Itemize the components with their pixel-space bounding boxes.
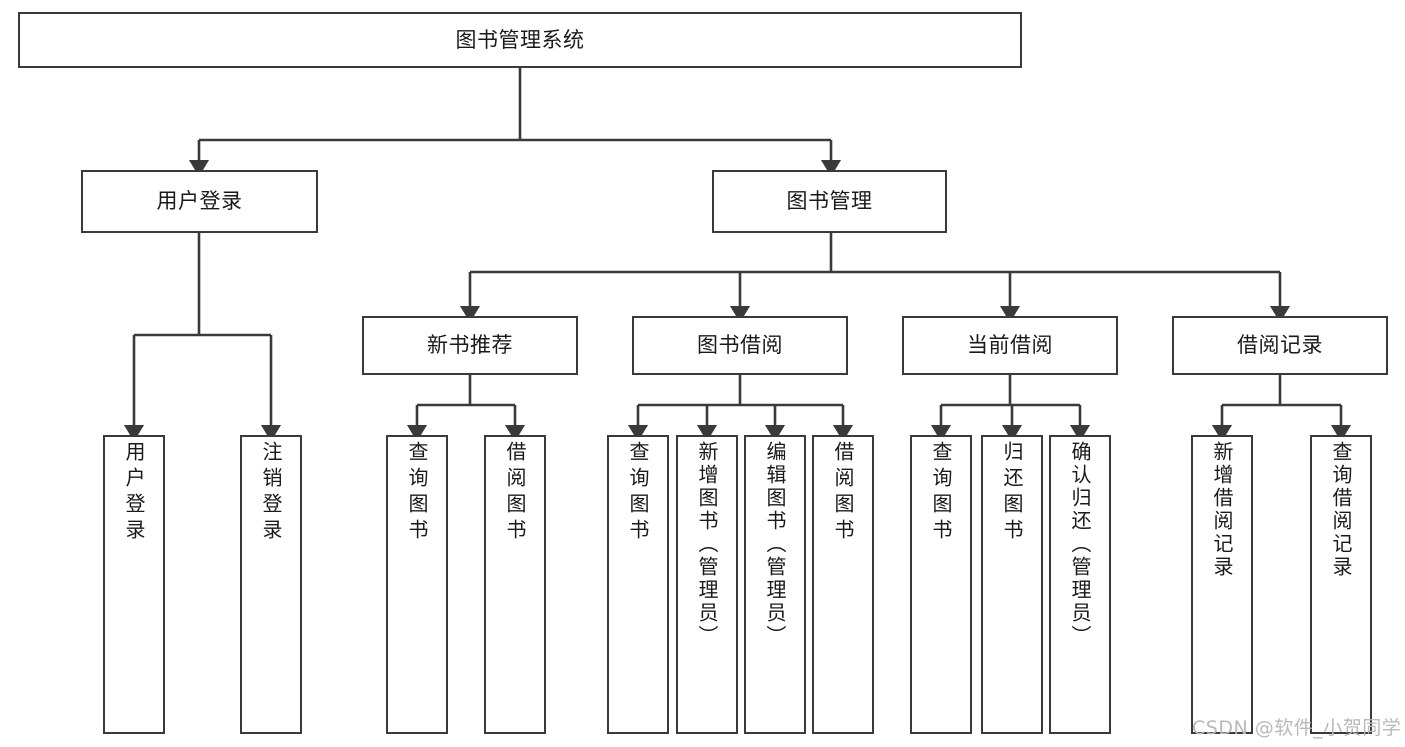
node-leaf-query-book-3[interactable]: 查询图书: [910, 435, 972, 734]
node-leaf-logout[interactable]: 注销登录: [240, 435, 302, 734]
node-user-login-label: 用户登录: [156, 189, 243, 214]
node-book-borrow-label: 图书借阅: [697, 333, 783, 358]
node-leaf-query-book-2-label: 查询图书: [626, 441, 650, 545]
node-leaf-query-book-1-label: 查询图书: [405, 441, 429, 545]
node-leaf-borrow-book-2[interactable]: 借阅图书: [812, 435, 874, 734]
node-leaf-add-record-label: 新增借阅记录: [1210, 441, 1234, 579]
node-leaf-user-login[interactable]: 用户登录: [103, 435, 165, 734]
node-leaf-logout-label: 注销登录: [259, 441, 283, 545]
node-leaf-query-book-1[interactable]: 查询图书: [386, 435, 448, 734]
node-leaf-user-login-label: 用户登录: [122, 441, 146, 545]
node-book-borrow[interactable]: 图书借阅: [632, 316, 848, 375]
node-leaf-borrow-book-2-label: 借阅图书: [831, 441, 855, 545]
node-new-book-recommend-label: 新书推荐: [427, 333, 513, 358]
node-new-book-recommend[interactable]: 新书推荐: [362, 316, 578, 375]
node-book-manage[interactable]: 图书管理: [712, 170, 947, 233]
node-leaf-query-record[interactable]: 查询借阅记录: [1310, 435, 1372, 734]
node-root[interactable]: 图书管理系统: [18, 12, 1022, 68]
csdn-watermark: CSDN @软件_小贺同学: [1192, 717, 1402, 739]
node-leaf-borrow-book-1[interactable]: 借阅图书: [484, 435, 546, 734]
node-borrow-record-label: 借阅记录: [1237, 333, 1323, 358]
node-leaf-query-record-label: 查询借阅记录: [1329, 441, 1353, 579]
node-borrow-record[interactable]: 借阅记录: [1172, 316, 1388, 375]
node-leaf-return-book-label: 归还图书: [1000, 441, 1024, 545]
node-leaf-add-book-label: 新增图书（管理员）: [695, 441, 719, 648]
node-leaf-edit-book[interactable]: 编辑图书（管理员）: [744, 435, 806, 734]
node-root-label: 图书管理系统: [455, 27, 585, 52]
node-leaf-query-book-2[interactable]: 查询图书: [607, 435, 669, 734]
node-leaf-add-record[interactable]: 新增借阅记录: [1191, 435, 1253, 734]
node-leaf-query-book-3-label: 查询图书: [929, 441, 953, 545]
node-leaf-add-book[interactable]: 新增图书（管理员）: [676, 435, 738, 734]
node-current-borrow[interactable]: 当前借阅: [902, 316, 1118, 375]
node-user-login[interactable]: 用户登录: [81, 170, 318, 233]
node-leaf-confirm-return-label: 确认归还（管理员）: [1068, 441, 1092, 648]
node-leaf-return-book[interactable]: 归还图书: [981, 435, 1043, 734]
node-leaf-confirm-return[interactable]: 确认归还（管理员）: [1049, 435, 1111, 734]
node-current-borrow-label: 当前借阅: [967, 333, 1053, 358]
node-leaf-borrow-book-1-label: 借阅图书: [503, 441, 527, 545]
node-book-manage-label: 图书管理: [786, 189, 873, 214]
node-leaf-edit-book-label: 编辑图书（管理员）: [763, 441, 787, 648]
